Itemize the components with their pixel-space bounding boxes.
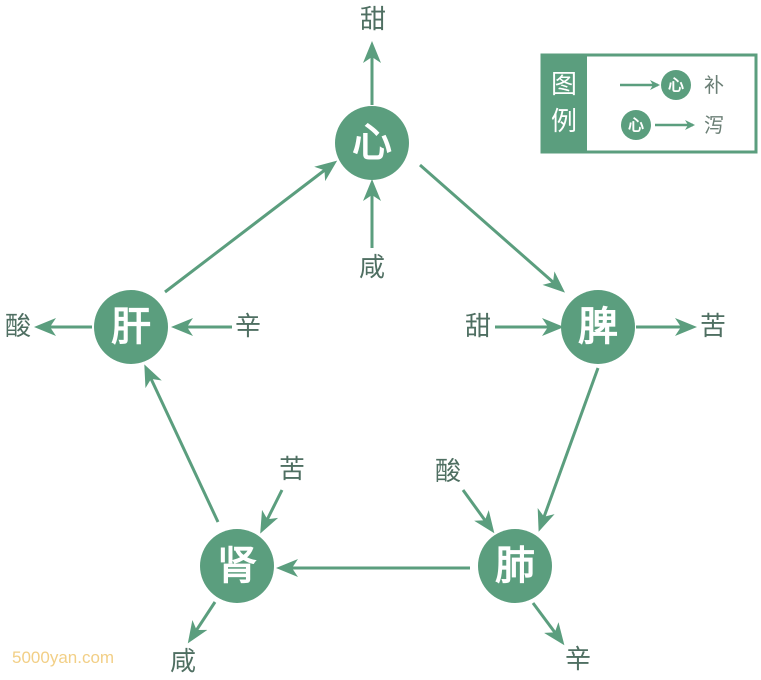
legend-tonify: 补: [704, 73, 724, 97]
node-kidney: 肾: [200, 529, 274, 603]
legend: 图 例 心 补 心 泻: [540, 53, 758, 154]
node-spleen-label: 脾: [578, 304, 618, 350]
flavor-heart-in: 咸: [359, 253, 385, 283]
node-spleen: 脾: [561, 290, 635, 364]
node-liver: 肝: [94, 290, 168, 364]
arrow-liver-heart: [164, 160, 338, 294]
arrow-heart-spleen: [419, 163, 566, 293]
arrow-kidney-liver: [144, 364, 220, 523]
node-lung-label: 肺: [495, 543, 535, 589]
node-lung: 肺: [478, 529, 552, 603]
legend-node-2: 心: [628, 116, 644, 135]
watermark: 5000yan.com: [12, 648, 115, 667]
node-liver-label: 肝: [111, 304, 151, 350]
legend-sedate: 泻: [704, 113, 724, 137]
flavor-liver-out: 酸: [5, 312, 31, 342]
flavor-kidney-in: 苦: [279, 455, 305, 485]
node-heart: 心: [335, 106, 409, 180]
legend-title-1: 图: [551, 70, 577, 100]
arrow-lung-in: [461, 489, 495, 534]
flavor-spleen-out: 苦: [700, 312, 726, 342]
arrow-kidney-in: [260, 489, 284, 534]
flavor-heart-out: 甜: [360, 5, 386, 35]
flavor-kidney-out: 咸: [170, 647, 196, 677]
arrow-kidney-out: [187, 601, 217, 644]
flavor-lung-in: 酸: [435, 457, 461, 487]
arrow-spleen-lung: [537, 367, 600, 532]
flavor-lung-out: 辛: [565, 645, 591, 675]
legend-title-2: 例: [551, 107, 577, 137]
arrow-lung-out: [531, 602, 565, 646]
flavor-liver-in: 辛: [235, 312, 261, 342]
flavor-spleen-in: 甜: [465, 312, 491, 342]
node-heart-label: 心: [352, 120, 392, 166]
arrows: [34, 41, 697, 646]
node-kidney-label: 肾: [217, 543, 257, 589]
legend-node-1: 心: [668, 76, 684, 95]
